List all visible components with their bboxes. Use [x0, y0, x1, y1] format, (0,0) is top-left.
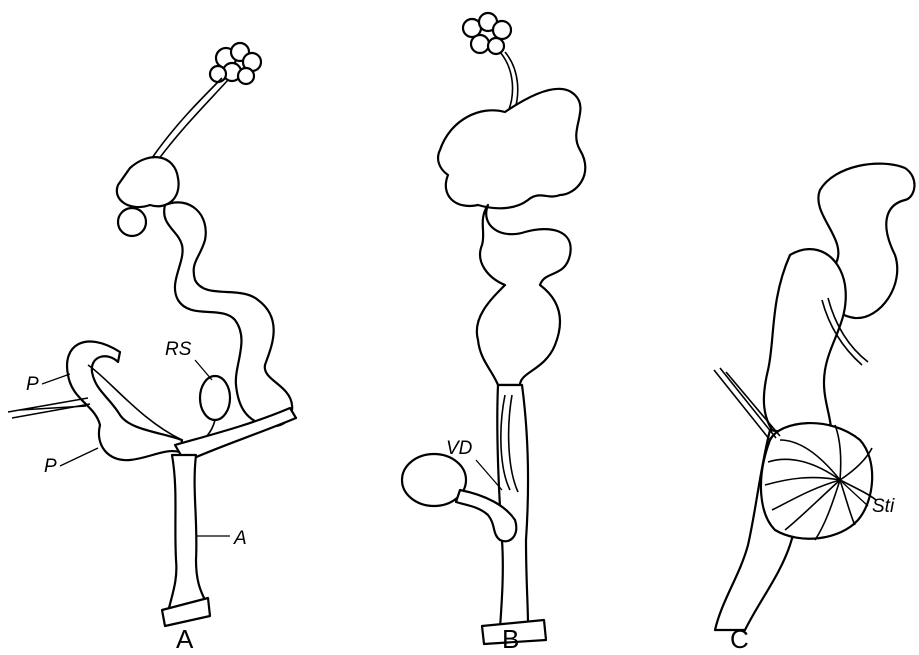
label-vd: VD	[446, 438, 473, 459]
panel-a-drawing	[8, 43, 296, 626]
panel-label-c: C	[730, 624, 749, 654]
panel-b-drawing	[402, 13, 585, 644]
panel-label-b: B	[502, 624, 519, 654]
label-sti: Sti	[872, 496, 895, 517]
label-rs: RS	[165, 339, 192, 360]
panel-a-gland-cluster	[210, 43, 261, 84]
label-a: A	[233, 528, 247, 549]
panel-label-a: A	[176, 624, 194, 654]
label-p-lower: P	[44, 456, 57, 477]
panel-c-drawing	[714, 164, 914, 630]
label-p-upper: P	[26, 374, 39, 395]
panel-b-gland-cluster	[463, 13, 511, 54]
